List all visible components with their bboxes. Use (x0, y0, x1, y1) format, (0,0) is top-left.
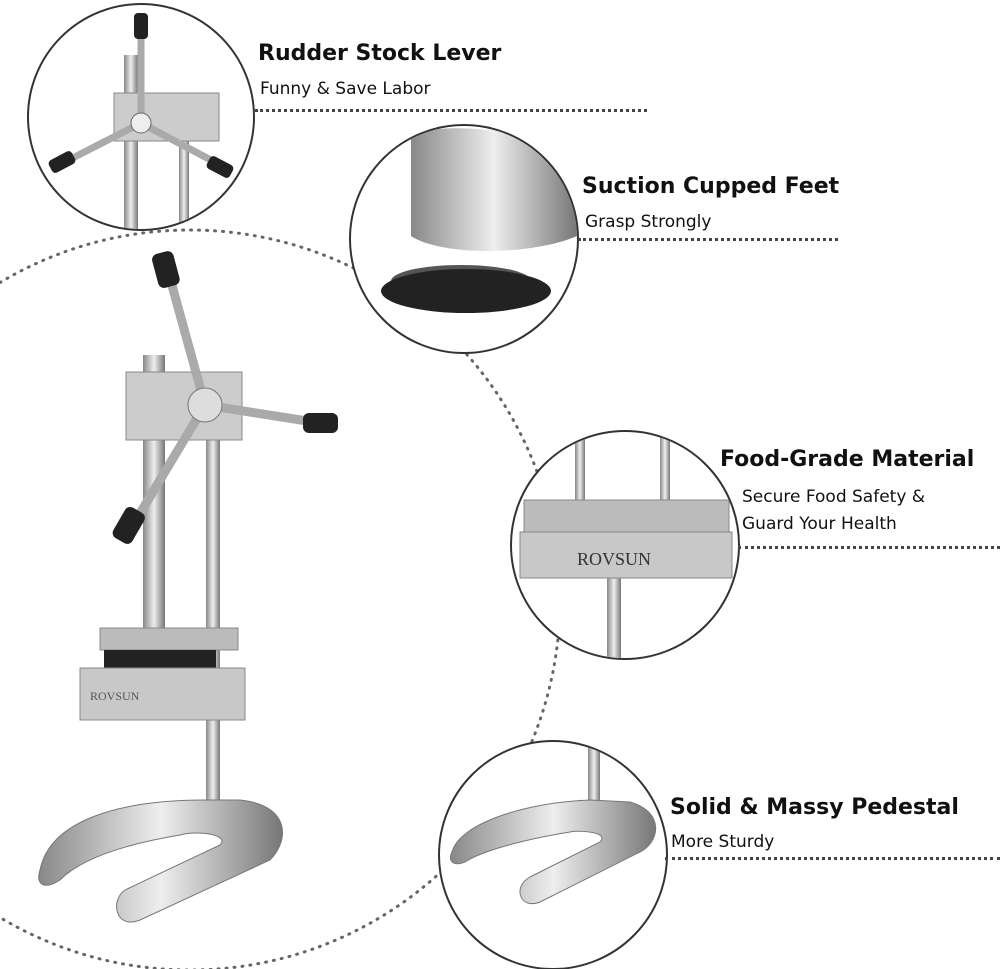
feature-title-lever: Rudder Stock Lever (258, 41, 502, 66)
pedestal-detail-circle (438, 740, 668, 969)
dotted-divider (578, 238, 838, 241)
feature-title-material: Food-Grade Material (720, 447, 975, 472)
feature-subtitle-lever: Funny & Save Labor (260, 79, 431, 99)
feature-subtitle-pedestal: More Sturdy (671, 832, 775, 852)
suction-feet-image (381, 128, 577, 313)
feature-subtitle-material-1: Secure Food Safety & (742, 487, 926, 507)
suction-feet-circle (349, 124, 579, 354)
lever-detail-circle (27, 3, 255, 231)
brand-engraving-detail: ROVSUN (577, 549, 651, 569)
pedestal-detail-image (450, 742, 657, 905)
dotted-divider (665, 857, 1000, 860)
dotted-divider (255, 109, 647, 112)
lever-detail-image (48, 13, 234, 229)
feature-subtitle-suction: Grasp Strongly (585, 212, 712, 232)
feature-title-pedestal: Solid & Massy Pedestal (670, 795, 959, 820)
dotted-divider (738, 546, 1000, 549)
material-detail-image: ROVSUN (519, 432, 733, 658)
feature-subtitle-material-2: Guard Your Health (742, 514, 897, 534)
material-detail-circle: ROVSUN (510, 430, 740, 660)
feature-title-suction: Suction Cupped Feet (582, 174, 840, 199)
brand-engraving: ROVSUN (90, 689, 140, 703)
